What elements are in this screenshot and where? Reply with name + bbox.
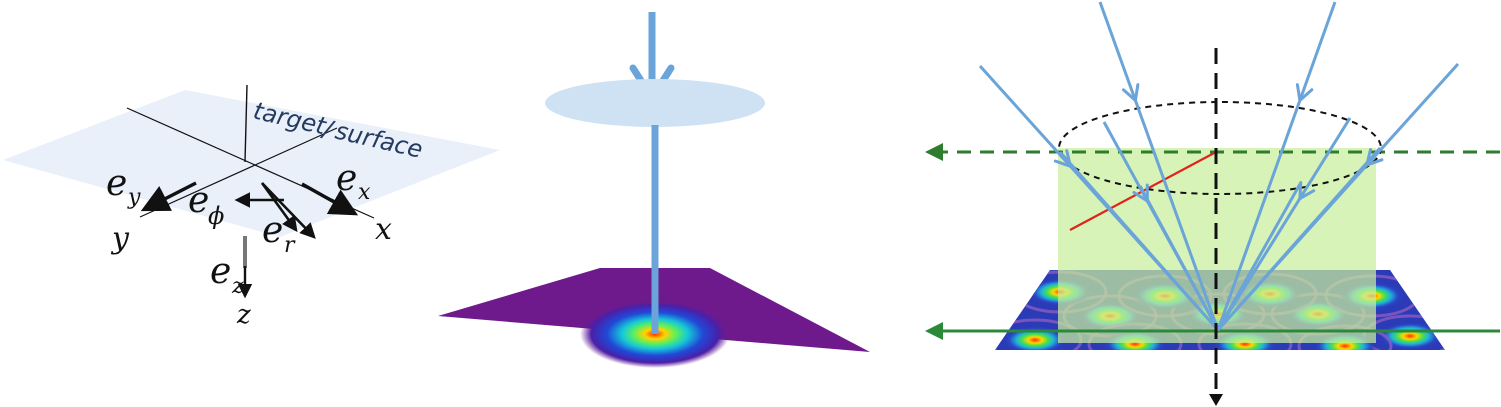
incident-beam (1098, 1, 1220, 331)
ex-label: e (336, 158, 357, 199)
ephi-label: e (188, 180, 209, 221)
beam-arrowhead (1295, 83, 1314, 104)
axis-line-vertical (244, 84, 248, 163)
cone-ray (1216, 183, 1302, 331)
y-axis-label: y (110, 221, 130, 256)
er-label: e (262, 210, 283, 251)
ex-arrow (301, 182, 359, 216)
pattern-spot (1378, 322, 1442, 350)
coordinate-system-panel: target / surface e y e x e ϕ e r e z x y… (3, 84, 500, 330)
x-axis-label: x (375, 212, 392, 247)
ey-sub-label: y (127, 185, 141, 210)
multi-beam-interference-panel (925, 1, 1500, 406)
z-axis-label: z (236, 300, 251, 330)
er-arrow-2 (261, 182, 316, 239)
ez-label: e (210, 251, 231, 292)
ex-sub-label: x (358, 180, 371, 205)
cone-ray (1138, 185, 1220, 331)
pattern-spot (1003, 326, 1067, 350)
focusing-lens (545, 79, 765, 127)
beam-arrowhead (1053, 149, 1073, 169)
ephi-sub-label: ϕ (208, 202, 224, 230)
ey-arrow (140, 181, 197, 212)
ey-label: e (106, 163, 127, 204)
focused-beam-panel (438, 12, 870, 368)
er-arrow-1 (260, 182, 298, 233)
incident-beam (1216, 1, 1337, 331)
cone-ray (1216, 147, 1382, 331)
axis-line-diag2 (139, 127, 338, 218)
ez-sub-label: z (231, 274, 244, 299)
incident-beams (978, 1, 1460, 332)
er-sub-label: r (284, 233, 296, 258)
beam-arrowhead (1298, 181, 1316, 202)
central-axis-arrowhead (1209, 394, 1223, 406)
beam-arrowhead (1121, 83, 1140, 104)
incident-beam (1216, 117, 1352, 331)
cone-ray (1058, 151, 1220, 331)
